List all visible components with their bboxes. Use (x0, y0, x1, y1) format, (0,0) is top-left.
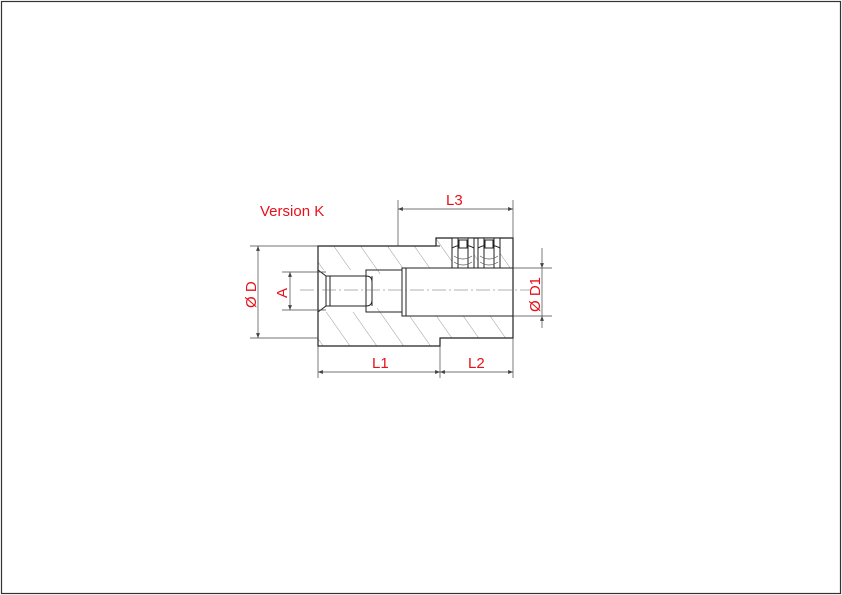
label-D: Ø D (243, 281, 260, 308)
clamp-screw-2 (477, 237, 501, 269)
label-L1: L1 (372, 355, 389, 372)
label-L2: L2 (468, 355, 485, 372)
part-body (300, 237, 530, 347)
lower-wall-hatch (318, 308, 513, 346)
label-D1: Ø D1 (527, 277, 544, 312)
label-A: A (274, 288, 291, 298)
dimensions (250, 200, 552, 378)
label-L3: L3 (446, 192, 463, 209)
clamp-screw-1 (451, 237, 475, 269)
title-version: Version K (260, 203, 324, 220)
labels: Version K L3 L1 L2 Ø D A Ø D1 (243, 192, 544, 372)
